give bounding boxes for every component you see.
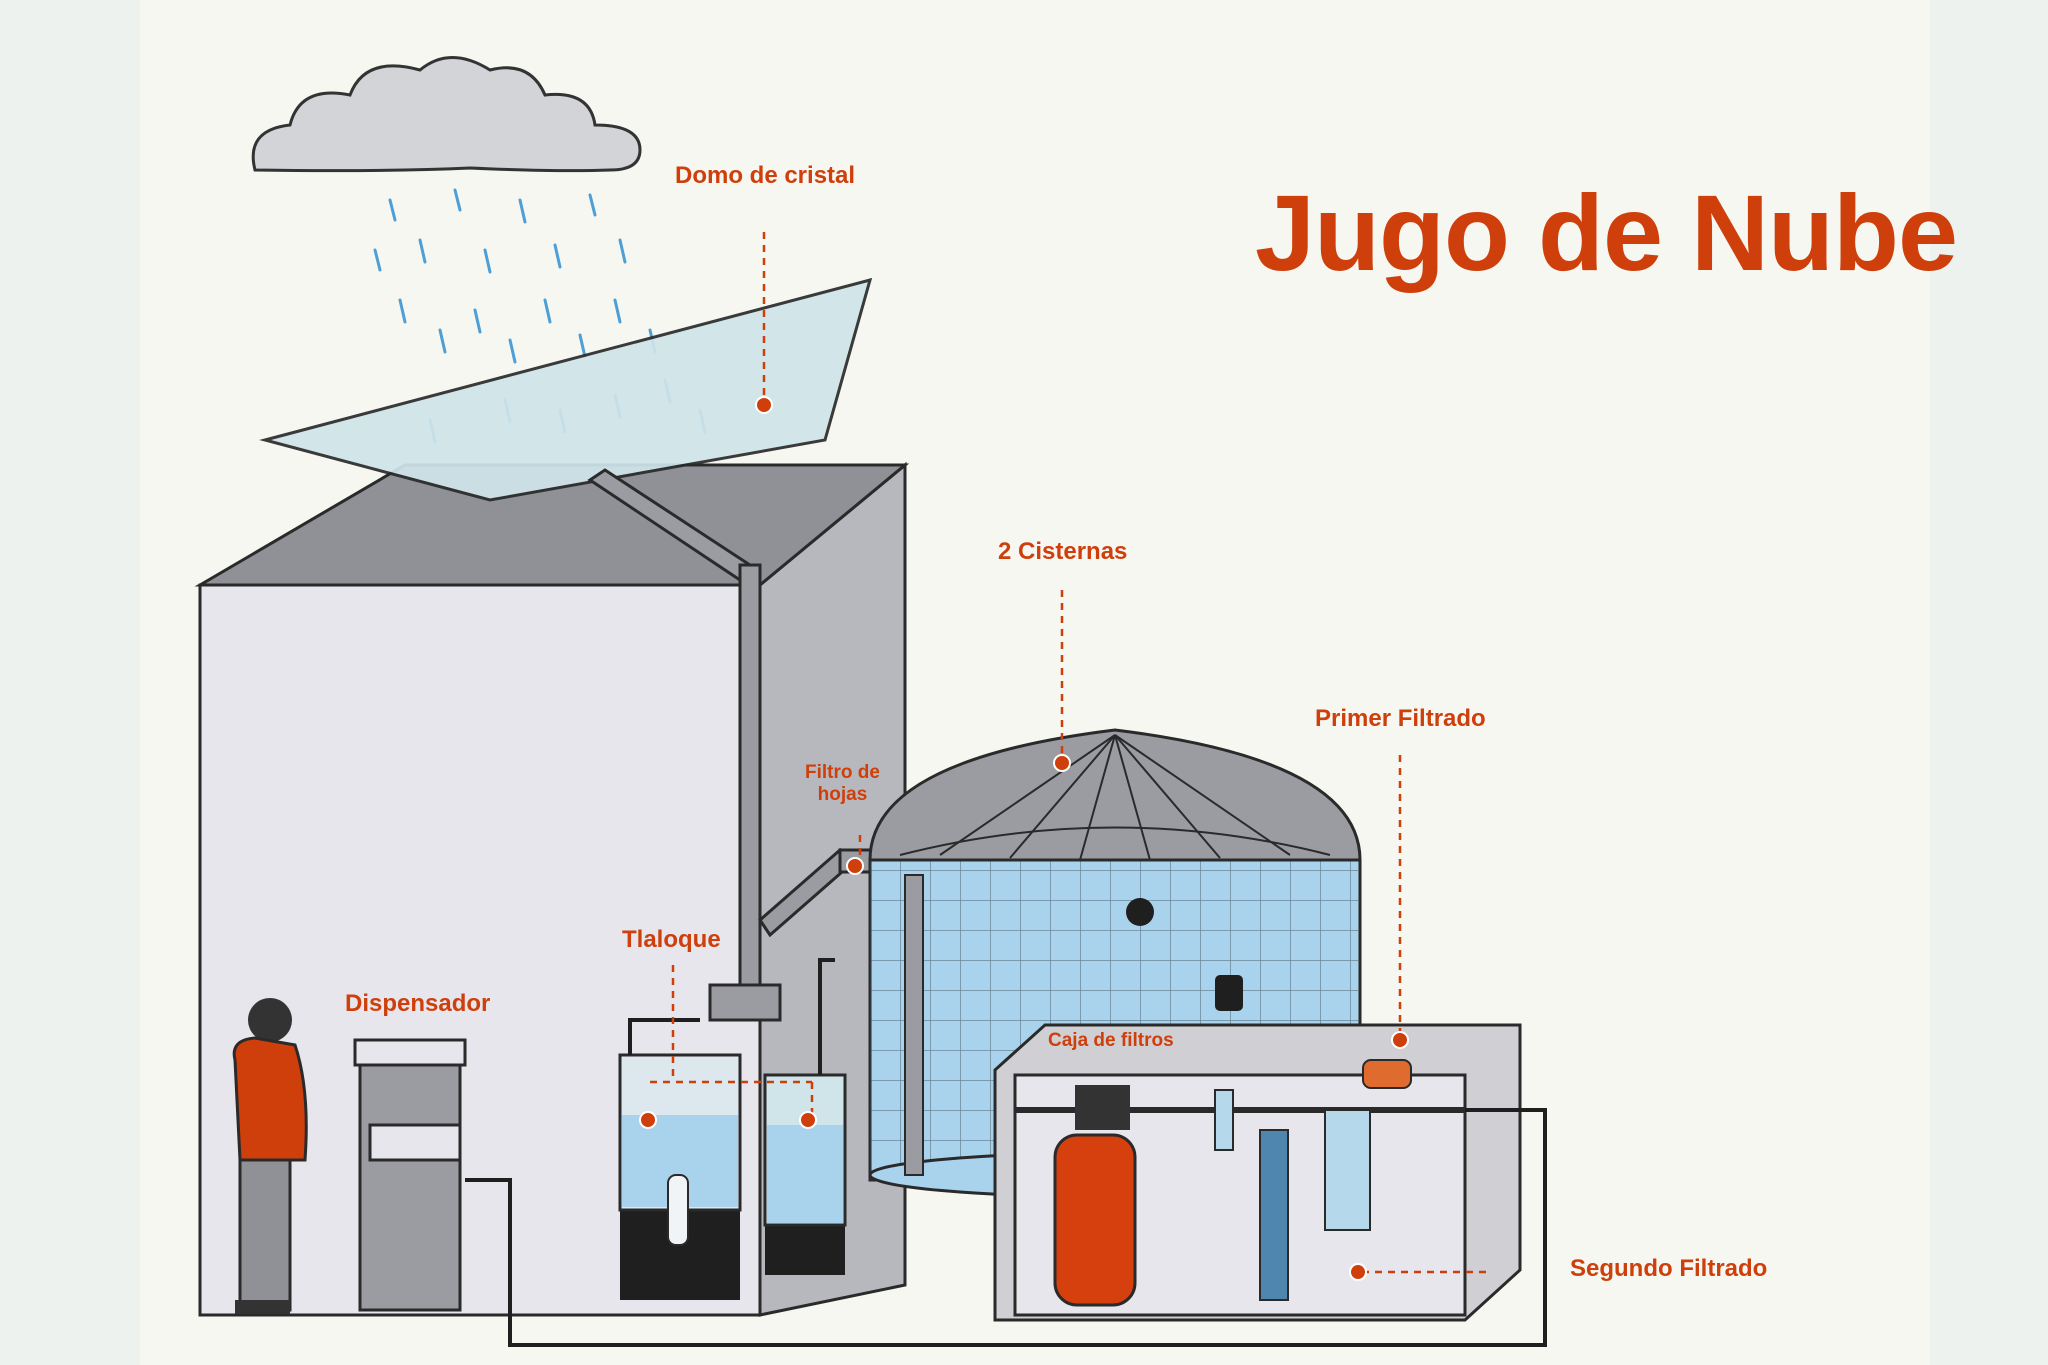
- callout-dots: [639, 396, 1409, 1281]
- label-primer-filtrado: Primer Filtrado: [1315, 705, 1486, 732]
- callout-lines: [650, 232, 1490, 1274]
- label-filtro-line-2: hojas: [817, 783, 868, 805]
- label-dispensador: Dispensador: [345, 990, 491, 1017]
- label-domo-de-cristal: Domo de cristal: [675, 162, 856, 189]
- label-2-cisternas: 2 Cisternas: [998, 538, 1128, 565]
- cloud-icon: [251, 56, 642, 173]
- connecting-pipes: [465, 958, 1547, 1347]
- background-texture-left: [0, 0, 140, 1365]
- label-filtro-de-hojas: Filtro de hojas: [805, 762, 880, 806]
- page-title: Jugo de Nube: [1255, 172, 1958, 293]
- background-texture-right: [1930, 0, 2048, 1365]
- label-filtro-line-1: Filtro de: [805, 762, 880, 783]
- dispenser: [353, 1038, 467, 1312]
- label-caja-de-filtros: Caja de filtros: [1048, 1030, 1174, 1051]
- glass-dome: [259, 277, 873, 502]
- label-tlaloque: Tlaloque: [622, 926, 721, 953]
- label-segundo-filtrado: Segundo Filtrado: [1570, 1255, 1768, 1282]
- person: [232, 998, 308, 1314]
- tlaloque-tank: [618, 983, 847, 1300]
- filter-box: [993, 1023, 1522, 1322]
- downpipe: [587, 468, 932, 987]
